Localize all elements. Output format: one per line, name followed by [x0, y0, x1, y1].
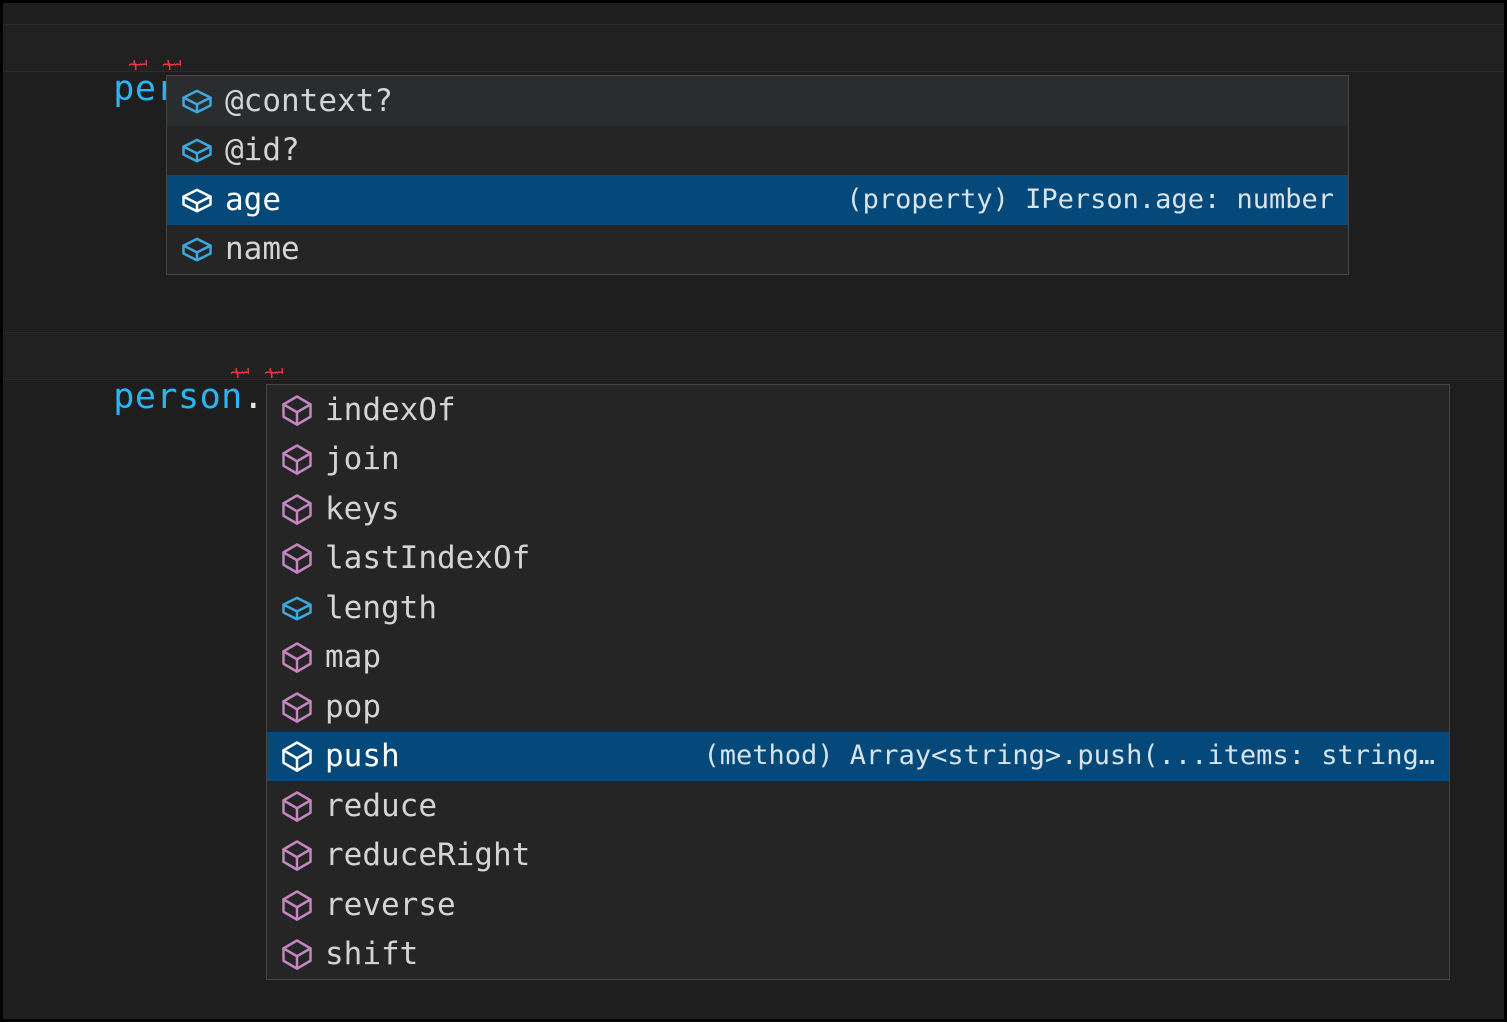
- suggestion-item[interactable]: map: [267, 632, 1449, 682]
- suggestion-item-detail: (property) IPerson.age: number: [846, 184, 1334, 215]
- suggestion-item-label: join: [325, 441, 400, 478]
- suggestion-item[interactable]: @id?: [167, 125, 1348, 175]
- suggestion-item-label: name: [225, 231, 300, 268]
- suggestion-item[interactable]: indexOf: [267, 385, 1449, 435]
- error-squiggle-icon: [265, 368, 283, 378]
- suggestion-popup-array-members[interactable]: indexOf join keys lastIndexOf length map pop pu…: [266, 384, 1450, 980]
- line-separator: [3, 71, 1504, 72]
- line-separator: [3, 24, 1504, 25]
- suggestion-item-label: age: [225, 181, 281, 218]
- suggestion-item[interactable]: join: [267, 434, 1449, 484]
- suggestion-item-label: map: [325, 639, 381, 676]
- suggestion-item[interactable]: lastIndexOf: [267, 533, 1449, 583]
- method-cube-icon: [282, 494, 312, 525]
- suggestion-popup-person-members[interactable]: @context? @id? age (property) IPerson.age: …: [166, 75, 1349, 275]
- suggestion-item[interactable]: reduce: [267, 781, 1449, 831]
- suggestion-item-label: shift: [325, 936, 419, 973]
- suggestion-item[interactable]: shift: [267, 929, 1449, 979]
- suggestion-item-label: pop: [325, 688, 381, 725]
- suggestion-item[interactable]: @context?: [167, 76, 1348, 126]
- code-line-band-2: [3, 333, 1504, 379]
- property-cube-icon: [182, 138, 212, 163]
- property-cube-icon: [282, 596, 312, 621]
- line-separator: [3, 332, 1504, 333]
- suggestion-item[interactable]: age (property) IPerson.age: number: [167, 175, 1348, 225]
- suggestion-item-label: @context?: [225, 82, 393, 119]
- method-cube-icon: [282, 642, 312, 674]
- suggestion-item-label: lastIndexOf: [325, 540, 531, 577]
- method-cube-icon: [282, 741, 312, 773]
- suggestion-item[interactable]: reverse: [267, 880, 1449, 930]
- suggestion-item-label: push: [325, 738, 400, 775]
- method-cube-icon: [282, 395, 312, 426]
- suggestion-item-label: reduceRight: [325, 837, 531, 874]
- code-token-punctuation: .: [242, 377, 265, 417]
- property-cube-icon: [182, 89, 212, 114]
- method-cube-icon: [282, 692, 312, 723]
- method-cube-icon: [282, 791, 312, 822]
- suggestion-item[interactable]: name: [167, 224, 1348, 274]
- suggestion-item-label: reduce: [325, 787, 437, 824]
- code-token-identifier: person: [113, 377, 243, 417]
- suggestion-item[interactable]: keys: [267, 484, 1449, 534]
- method-cube-icon: [282, 840, 312, 872]
- method-cube-icon: [282, 543, 312, 575]
- property-cube-icon: [182, 237, 212, 262]
- suggestion-item-label: @id?: [225, 132, 300, 169]
- property-cube-icon: [182, 188, 212, 213]
- method-cube-icon: [282, 444, 312, 476]
- suggestion-item-label: length: [325, 589, 437, 626]
- suggestion-item[interactable]: length: [267, 583, 1449, 633]
- method-cube-icon: [282, 939, 312, 971]
- code-line-band-1: [3, 25, 1504, 71]
- suggestion-item-label: indexOf: [325, 391, 456, 428]
- suggestion-item-label: reverse: [325, 886, 456, 923]
- method-cube-icon: [282, 890, 312, 921]
- suggestion-item[interactable]: reduceRight: [267, 830, 1449, 880]
- error-squiggle-icon: [163, 60, 181, 70]
- suggestion-item[interactable]: push (method) Array<string>.push(...items…: [267, 731, 1449, 781]
- suggestion-item-label: keys: [325, 490, 400, 527]
- suggestion-item-detail: (method) Array<string>.push(...items: st…: [703, 741, 1436, 772]
- error-squiggle-icon: [129, 60, 147, 70]
- suggestion-item[interactable]: pop: [267, 682, 1449, 732]
- error-squiggle-icon: [231, 368, 249, 378]
- line-separator: [3, 379, 1504, 380]
